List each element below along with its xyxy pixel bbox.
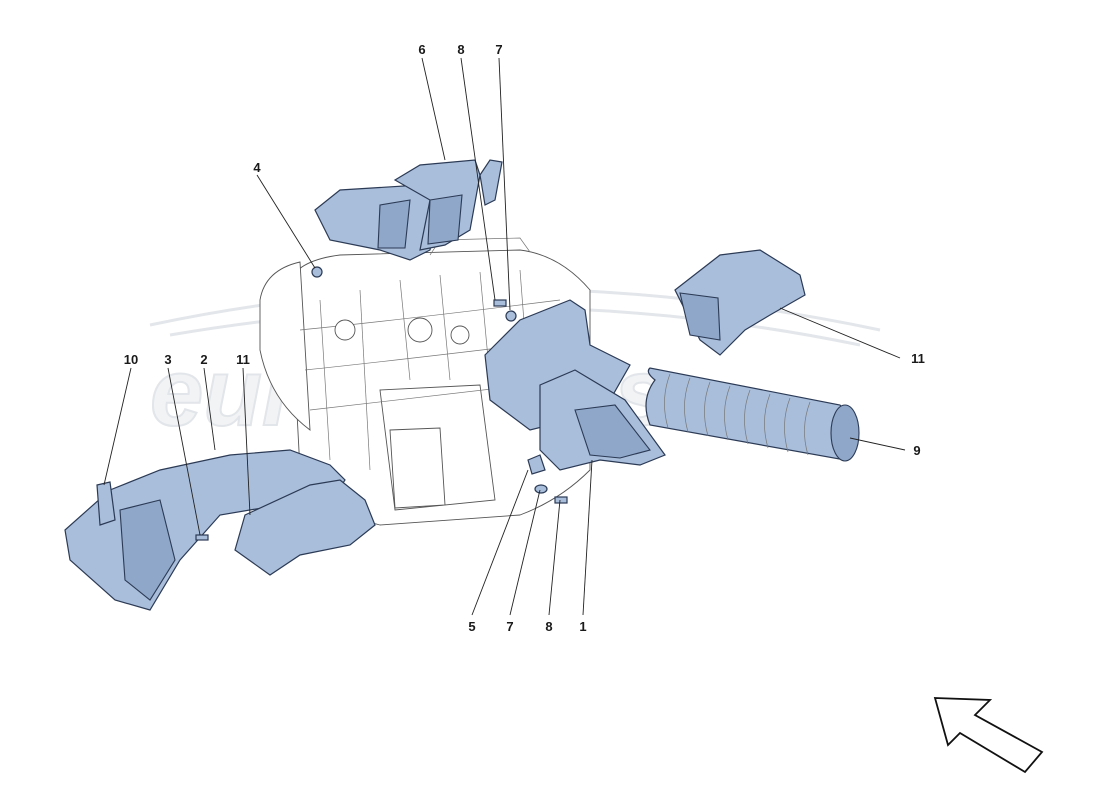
callout-10: 10 bbox=[124, 352, 138, 367]
clip-part-4 bbox=[311, 266, 323, 278]
callout-7-bottom: 7 bbox=[506, 619, 513, 634]
clip-part-10 bbox=[96, 481, 116, 526]
callout-8-bottom: 8 bbox=[545, 619, 552, 634]
center-duct-part-1 bbox=[484, 299, 666, 475]
screw-part-8-upper bbox=[493, 299, 507, 307]
leader-lines bbox=[103, 57, 906, 616]
callout-11-left: 11 bbox=[236, 352, 250, 367]
callout-3: 3 bbox=[164, 352, 171, 367]
callout-6: 6 bbox=[418, 42, 425, 57]
callout-1: 1 bbox=[579, 619, 586, 634]
callout-4: 4 bbox=[253, 160, 261, 175]
upper-air-duct-part-6 bbox=[314, 159, 503, 261]
screw-part-8-lower bbox=[554, 496, 568, 504]
right-duct-part-11 bbox=[674, 249, 806, 356]
callout-labels: 6 8 7 4 11 9 10 3 2 11 5 7 8 1 bbox=[124, 42, 925, 634]
callout-8-top: 8 bbox=[457, 42, 464, 57]
washer-part-7-lower bbox=[534, 484, 548, 494]
bracket-part-5 bbox=[527, 454, 546, 475]
upper-fasteners bbox=[311, 266, 517, 322]
flexible-hose-part-9 bbox=[645, 367, 860, 462]
front-direction-arrow-icon bbox=[933, 697, 1044, 774]
callout-5: 5 bbox=[468, 619, 475, 634]
callout-7-top: 7 bbox=[495, 42, 502, 57]
callout-9: 9 bbox=[913, 443, 920, 458]
callout-2: 2 bbox=[200, 352, 207, 367]
lower-fasteners bbox=[534, 484, 568, 504]
lower-left-duct-part-11 bbox=[234, 479, 376, 576]
screw-part-3 bbox=[195, 534, 209, 541]
callout-11-right: 11 bbox=[911, 351, 925, 366]
washer-part-7-upper bbox=[505, 310, 517, 322]
